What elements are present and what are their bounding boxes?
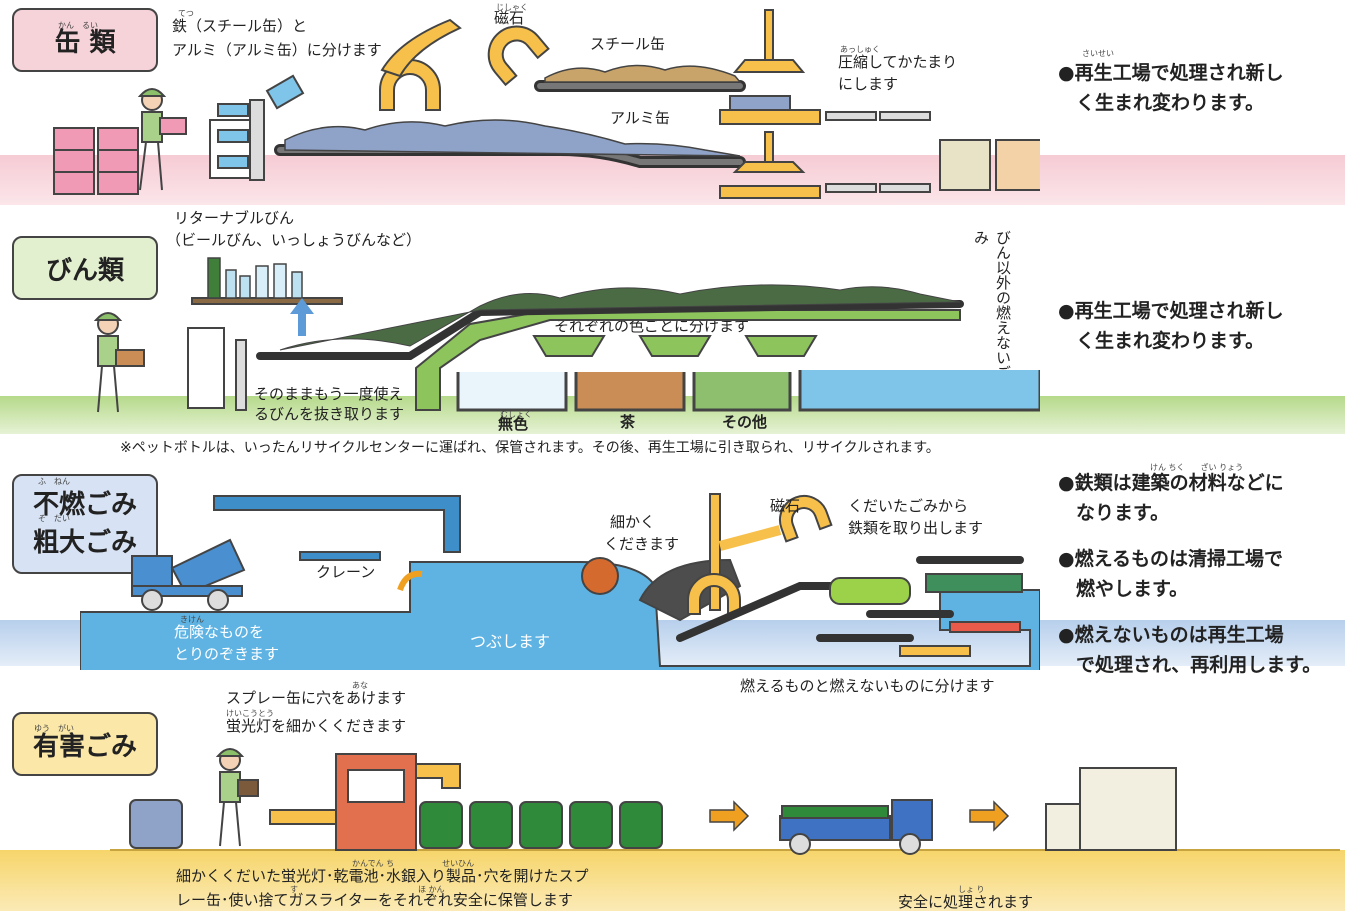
- hazard-band: [0, 850, 1345, 911]
- bottles-brown: 茶: [620, 413, 636, 431]
- bulky-result-3a: ●燃えないものは再生工場: [1058, 624, 1284, 646]
- bulky-label: 不燃ごみ 粗大ごみ: [12, 474, 158, 574]
- cans-magnet-ruby: じしゃく: [496, 3, 528, 12]
- bulky-crush-1: 細かく: [610, 513, 656, 531]
- bottles-result-2: く生まれ変わります。: [1076, 330, 1265, 352]
- bulky-danger-1: 危険なものを: [174, 623, 265, 641]
- hazard-fluor: 蛍光灯を細かくくだきます: [226, 717, 407, 735]
- bulky-result-3b: で処理され、再利用します。: [1076, 654, 1322, 676]
- cans-compress-ruby: あっしゅく: [840, 45, 880, 54]
- cans-magnet-label: 磁石: [494, 9, 525, 27]
- bottles-illustration: [93, 257, 1040, 413]
- cans-desc-ruby: てつ: [178, 9, 194, 18]
- bulky-crush-text: つぶします: [470, 632, 551, 651]
- bottles-title: びん類: [45, 255, 124, 286]
- hazard-storage2-ruby: す ほ かん: [290, 885, 445, 894]
- cans-result-2: く生まれ変わります。: [1076, 92, 1265, 114]
- bulky-magnet-label: 磁石: [770, 497, 801, 515]
- pet-bottle-note: ※ペットボトルは、いったんリサイクルセンターに運ばれ、保管されます。その後、再生…: [120, 440, 940, 456]
- hazard-spray-ruby: あな: [352, 681, 368, 690]
- bulky-res1-ruby: けん ちく ざい りょう: [1150, 463, 1244, 472]
- bulky-danger-ruby: きけん: [180, 615, 204, 624]
- bottles-reuse-2: るびんを抜き取ります: [254, 405, 405, 423]
- cans-steel-label: スチール缶: [590, 35, 666, 53]
- bottles-reuse-1: そのままもう一度使え: [254, 385, 404, 403]
- bulky-title1-ruby: ふ ねん: [38, 477, 70, 486]
- bulky-result-1a: ●鉄類は建築の材料などに: [1058, 472, 1284, 494]
- hazard-illustration: [110, 748, 1340, 855]
- bulky-danger-2: とりのぞきます: [174, 645, 280, 663]
- hazard-storage1-ruby: かんでん ち せいひん: [352, 859, 475, 868]
- bulky-result-2a: ●燃えるものは清掃工場で: [1058, 548, 1284, 570]
- cans-illustration: [53, 9, 1040, 199]
- cans-desc-1: 鉄（スチール缶）と: [172, 17, 308, 35]
- hazard-safe: 安全に処理されます: [898, 893, 1034, 911]
- hazard-storage-2: レー缶･使い捨てガスライターをそれぞれ安全に保管します: [176, 891, 573, 909]
- hazard-title-ruby: ゆう がい: [34, 724, 74, 733]
- bulky-crush-2: くだきます: [604, 535, 680, 553]
- worker-cans: [137, 88, 187, 191]
- cans-result-1: ●再生工場で処理され新し: [1058, 62, 1284, 84]
- bulky-result-2b: 燃やします。: [1076, 578, 1189, 600]
- bulky-crane-label: クレーン: [316, 563, 376, 581]
- hazard-spray: スプレー缶に穴をあけます: [226, 689, 407, 707]
- bulky-title2-ruby: そ だい: [38, 514, 70, 523]
- cans-title-ruby: かん るい: [58, 21, 98, 30]
- cans-result-ruby: さいせい: [1082, 49, 1114, 58]
- cans-title: 缶 類: [54, 27, 116, 58]
- bottles-label: びん類: [12, 236, 158, 300]
- can-boxes: [53, 127, 139, 195]
- hazard-safe-ruby: しょ り: [958, 885, 985, 894]
- bottles-noncomb-label: びん以外の燃えないごみ: [972, 230, 1012, 380]
- hazard-label: 有害ごみ: [12, 712, 158, 776]
- bulky-separate: 燃えるものと燃えないものに分けます: [740, 677, 995, 695]
- bulky-illustration: [80, 493, 1040, 670]
- bottles-sort-color: それぞれの色ごとに分けます: [554, 317, 750, 335]
- bulky-result-1b: なります。: [1076, 502, 1170, 524]
- bottles-result-1: ●再生工場で処理され新し: [1058, 300, 1284, 322]
- cans-compress-1: 圧縮してかたまり: [838, 53, 958, 71]
- hazard-title: 有害ごみ: [32, 731, 137, 762]
- cans-desc-2: アルミ（アルミ缶）に分けます: [172, 41, 382, 59]
- bottles-other: その他: [722, 413, 768, 431]
- cans-label: 缶 類: [12, 8, 158, 72]
- bottles-returnable-1: リターナブルびん: [174, 209, 295, 227]
- bottles-colorless-ruby: むしょく: [500, 410, 532, 419]
- hazard-storage-1: 細かくくだいた蛍光灯･乾電池･水銀入り製品･穴を開けたスプ: [176, 867, 589, 885]
- cans-aluminum-label: アルミ缶: [610, 109, 670, 127]
- hazard-fluor-ruby: けいこうとう: [226, 709, 274, 718]
- bottles-returnable-2: （ビールびん、いっしょうびんなど）: [166, 231, 422, 249]
- bulky-title-2: 粗大ごみ: [32, 528, 137, 558]
- cans-compress-2: にします: [838, 75, 899, 93]
- bulky-title-1: 不燃ごみ: [32, 490, 137, 520]
- bottles-colorless: 無色: [498, 415, 529, 433]
- bulky-extract-2: 鉄類を取り出します: [848, 519, 984, 537]
- bulky-extract-1: くだいたごみから: [848, 497, 969, 515]
